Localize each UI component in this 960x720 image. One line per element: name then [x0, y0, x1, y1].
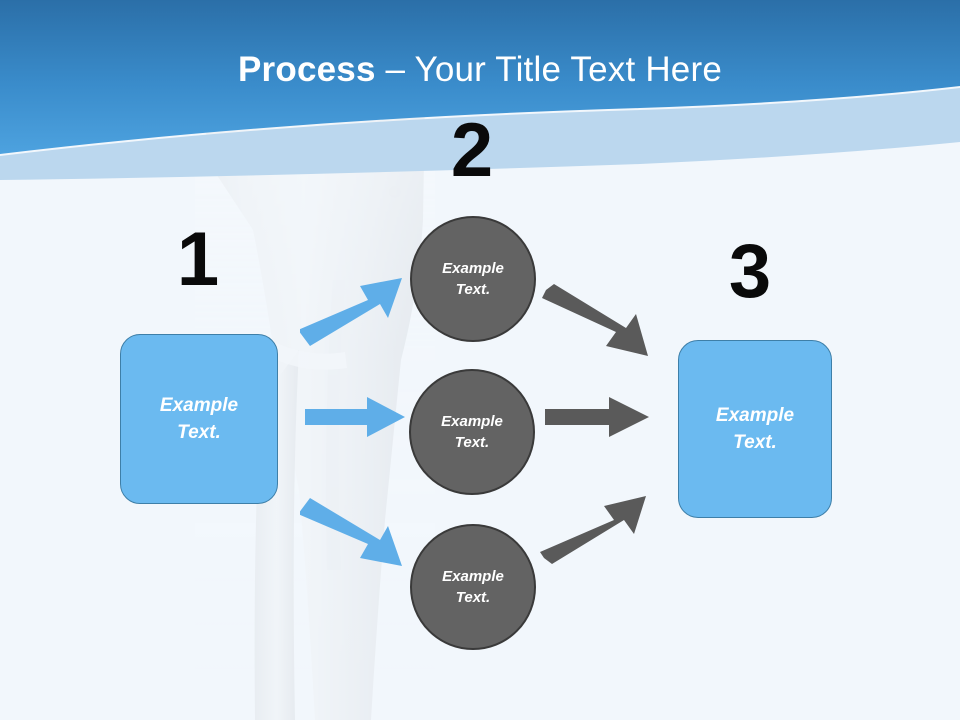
blue-arrow-down-icon: [300, 498, 402, 566]
process-circle-bottom-label: Example Text.: [442, 568, 504, 606]
process-circle-bottom[interactable]: Example Text.: [410, 524, 536, 650]
process-box-right[interactable]: Example Text.: [678, 340, 832, 518]
process-circle-middle-label: Example Text.: [441, 413, 503, 451]
step-number-1: 1: [176, 217, 220, 302]
process-box-left-label: Example Text.: [159, 395, 239, 443]
slide-title-rest: – Your Title Text Here: [375, 50, 722, 89]
blue-arrow-right-icon: [305, 397, 405, 437]
gray-arrow-up-icon: [540, 496, 646, 564]
gray-arrow-down-icon: [542, 284, 648, 356]
blue-arrow-up-icon: [300, 278, 402, 346]
slide-title: Process – Your Title Text Here: [0, 48, 960, 92]
gray-arrow-right-icon: [545, 397, 649, 437]
process-box-right-label: Example Text.: [715, 405, 795, 453]
step-number-2: 2: [450, 108, 494, 193]
step-number-3: 3: [728, 229, 772, 314]
slide-title-bold: Process: [238, 50, 376, 89]
process-circle-middle[interactable]: Example Text.: [409, 369, 535, 495]
process-box-left[interactable]: Example Text.: [120, 334, 278, 504]
process-circle-top[interactable]: Example Text.: [410, 216, 536, 342]
process-circle-top-label: Example Text.: [442, 260, 504, 298]
